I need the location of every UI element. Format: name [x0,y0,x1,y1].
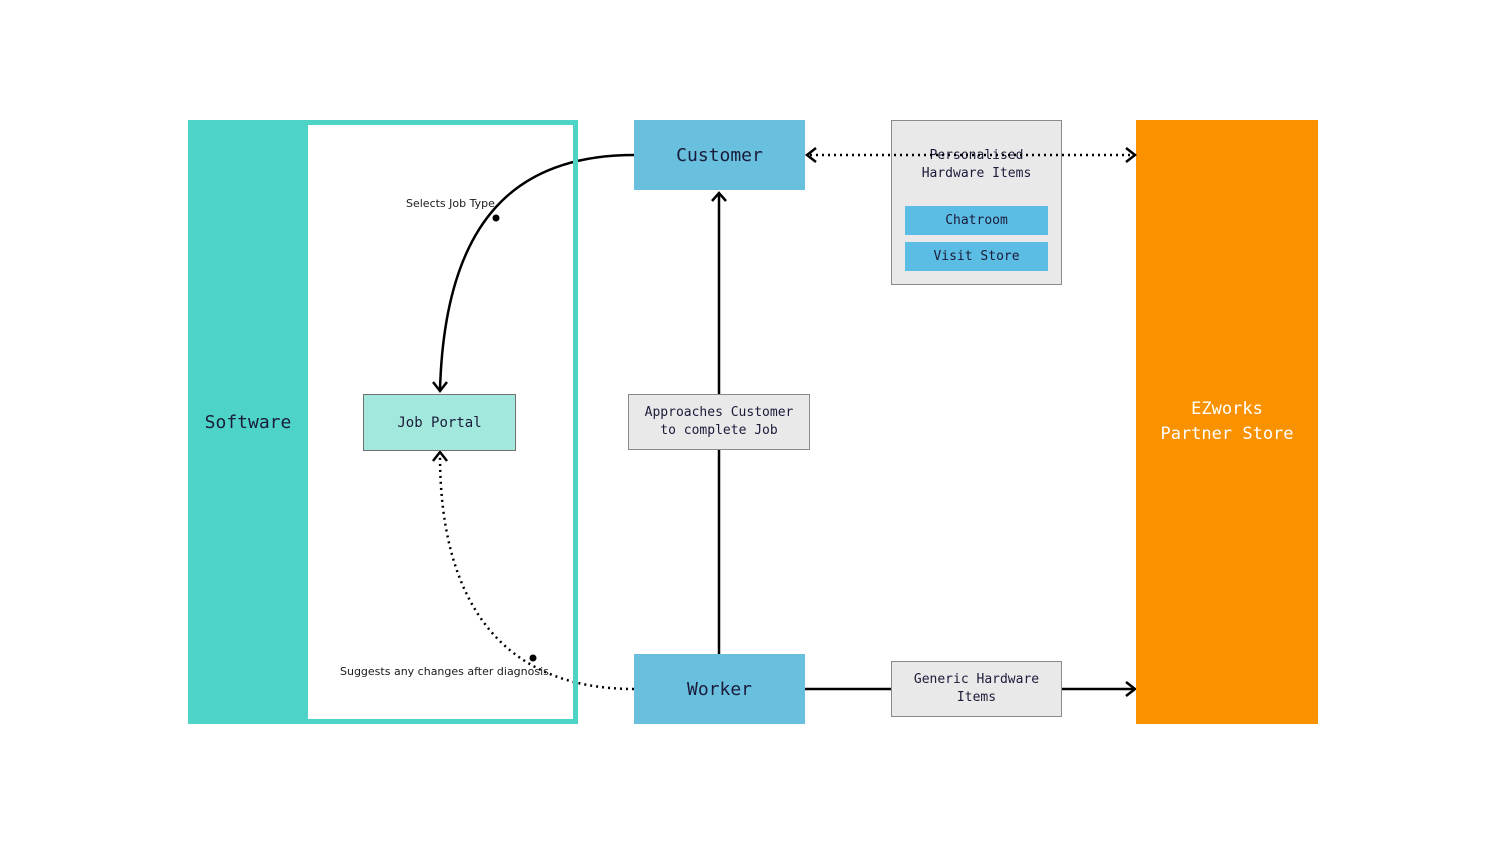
generic-hardware-label: Generic Hardware Items [891,661,1062,717]
arrowhead-job-portal-top [432,381,448,394]
job-portal-node: Job Portal [363,394,516,451]
arrowhead-customer-bottom [711,191,727,202]
visit-store-button[interactable]: Visit Store [905,242,1048,271]
worker-node: Worker [634,654,805,724]
software-label: Software [188,120,308,724]
edge-label-suggests-changes: Suggests any changes after diagnosis [340,665,549,678]
arrowhead-job-portal-bottom [432,449,448,462]
customer-node: Customer [634,120,805,190]
chatroom-button[interactable]: Chatroom [905,206,1048,235]
edge-customer-to-job-portal [438,153,635,391]
edge-label-selects-job-type: Selects Job Type [406,197,495,210]
edge-dot-suggests [529,654,537,662]
partner-store-node: EZworks Partner Store [1136,120,1318,724]
personalised-hardware-panel: Personalised Hardware Items Chatroom Vis… [891,120,1062,285]
edge-dot-selects [492,214,500,222]
arrowhead-store-generic [1125,681,1138,697]
approach-customer-label: Approaches Customer to complete Job [628,394,810,450]
personalised-hardware-title: Personalised Hardware Items [921,148,1032,181]
edge-worker-to-job-portal [438,454,635,691]
